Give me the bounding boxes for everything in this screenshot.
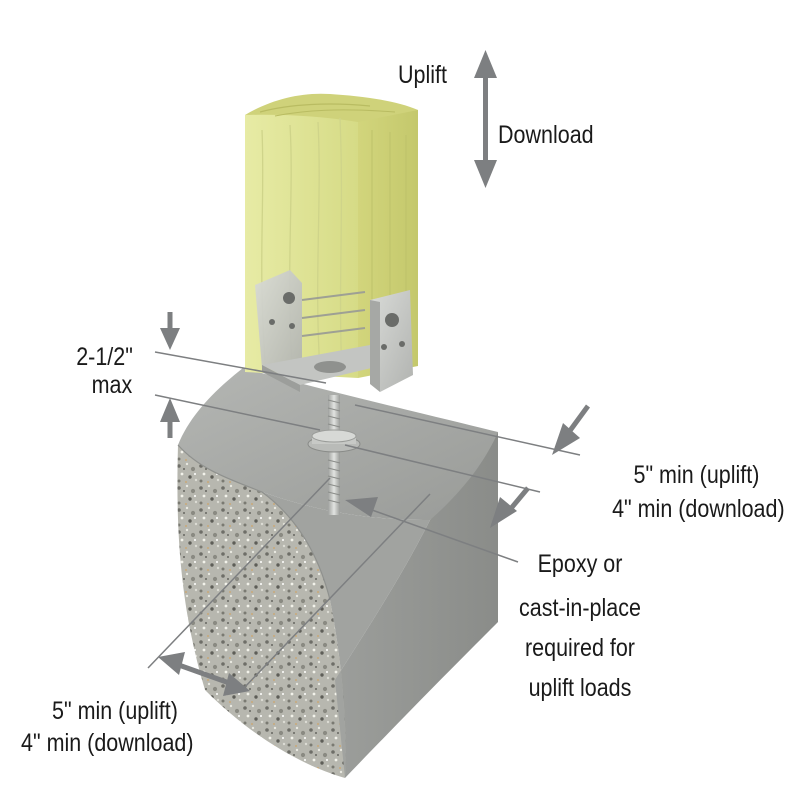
epoxy-note-line2: cast-in-place — [519, 594, 641, 622]
epoxy-note-line4: uplift loads — [528, 674, 632, 702]
edge-distance-front-dimension — [147, 477, 431, 696]
right-edge-uplift-label: 5" min (uplift) — [633, 461, 759, 489]
load-direction-arrow — [474, 50, 497, 188]
anchor-rod — [307, 395, 361, 515]
front-edge-download-label: 4" min (download) — [21, 729, 194, 757]
standoff-suffix-label: max — [91, 371, 132, 399]
right-edge-download-label: 4" min (download) — [612, 495, 785, 523]
epoxy-note-line3: required for — [525, 634, 635, 662]
edge-distance-right-dimension — [344, 404, 591, 528]
download-label: Download — [498, 121, 594, 149]
epoxy-note-line1: Epoxy or — [537, 550, 623, 578]
epoxy-leader — [345, 497, 519, 563]
front-edge-uplift-label: 5" min (uplift) — [52, 697, 178, 725]
standoff-dimension — [154, 312, 327, 438]
uplift-label: Uplift — [398, 61, 447, 89]
post-base-bracket — [255, 270, 413, 392]
standoff-value-label: 2-1/2" — [76, 343, 133, 371]
